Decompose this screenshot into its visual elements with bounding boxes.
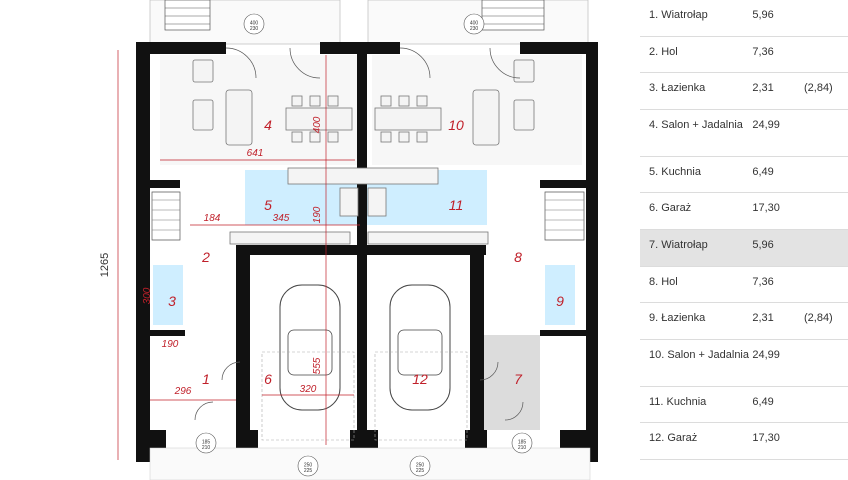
garage-door-right [374, 351, 468, 441]
dim-320: 320 [300, 384, 317, 395]
room-name: 7. Wiatrołap [649, 238, 708, 251]
overall-dimension: 1265 [99, 253, 111, 277]
floor-plan: 1265 641 400 184 345 190 300 190 296 320… [99, 0, 598, 480]
room-number-2: 2 [201, 249, 210, 265]
room-number-4: 4 [264, 117, 272, 133]
room-row: 9. Łazienka 2,31 (2,84) [640, 303, 848, 340]
room-area: 24,99 [752, 118, 780, 131]
room-area: 2,31 [752, 82, 774, 95]
room-area: 17,30 [752, 432, 780, 445]
room-number-11: 11 [449, 197, 464, 213]
dim-345: 345 [273, 213, 290, 224]
bathroom-left [153, 265, 183, 325]
dim-300: 300 [142, 287, 153, 304]
room-name: 10. Salon + Jadalnia [649, 348, 749, 361]
vestibule-right-highlight [480, 335, 540, 430]
room-number-9: 9 [556, 293, 564, 309]
room-name: 2. Hol [649, 45, 678, 58]
dim-190: 190 [312, 206, 323, 223]
room-row: 8. Hol 7,36 [640, 267, 848, 304]
stairs-right [544, 191, 585, 241]
room-number-10: 10 [448, 117, 464, 133]
front-strip [149, 447, 591, 480]
room-number-1: 1 [202, 371, 210, 387]
room-row: 5. Kuchnia 6,49 [640, 157, 848, 194]
room-row: 12. Garaż 17,30 [640, 423, 848, 460]
room-name: 12. Garaż [649, 432, 698, 445]
room-name: 3. Łazienka [649, 82, 706, 95]
furniture-right [367, 59, 535, 245]
walls [136, 42, 598, 462]
room-name: 4. Salon + Jadalnia [649, 118, 743, 131]
steps-left [164, 0, 211, 31]
dim-641: 641 [247, 148, 264, 159]
rooms-table: 1. Wiatrołap 5,96 2. Hol 7,36 3. Łazienka 2,3… [640, 0, 848, 460]
room-number-8: 8 [514, 249, 522, 265]
room-name: 11. Kuchnia [649, 395, 707, 408]
furniture-left [192, 59, 439, 245]
car-right [389, 284, 451, 411]
room-row: 11. Kuchnia 6,49 [640, 387, 848, 424]
room-name: 9. Łazienka [649, 312, 706, 325]
room-area: 6,49 [752, 165, 774, 178]
room-number-6: 6 [264, 371, 272, 387]
stairs-left [151, 191, 181, 241]
room-row: 2. Hol 7,36 [640, 37, 848, 74]
dim-190b: 190 [162, 339, 179, 350]
room-number-7: 7 [514, 371, 523, 387]
room-area: 17,30 [752, 202, 780, 215]
room-area: 7,36 [752, 45, 774, 58]
dimension-lines [117, 50, 360, 460]
dim-296: 296 [174, 386, 192, 397]
bathroom-right [545, 265, 575, 325]
steps-right [481, 0, 545, 31]
room-name: 8. Hol [649, 275, 678, 288]
room-number-3: 3 [168, 293, 176, 309]
car-left [279, 284, 341, 411]
room-area: 5,96 [752, 238, 774, 251]
room-row: 3. Łazienka 2,31 (2,84) [640, 73, 848, 110]
garage-door-left [261, 351, 355, 441]
dim-555: 555 [312, 357, 323, 374]
room-row: 4. Salon + Jadalnia 24,99 [640, 110, 848, 157]
room-number-5: 5 [264, 197, 272, 213]
room-area: 6,49 [752, 395, 774, 408]
room-area: 5,96 [752, 9, 774, 21]
room-name: 1. Wiatrołap [649, 9, 708, 21]
room-name: 5. Kuchnia [649, 165, 701, 178]
room-area: 2,31 [752, 312, 774, 325]
dim-184: 184 [204, 213, 221, 224]
room-row: 1. Wiatrołap 5,96 [640, 0, 848, 37]
room-area: 24,99 [752, 348, 780, 361]
room-extra: (2,84) [803, 312, 833, 325]
room-number-12: 12 [412, 371, 428, 387]
dim-400: 400 [312, 116, 323, 133]
doors [194, 47, 524, 421]
room-row: 6. Garaż 17,30 [640, 193, 848, 230]
room-row: 7. Wiatrołap 5,96 [640, 229, 848, 267]
room-area: 7,36 [752, 275, 774, 288]
room-name: 6. Garaż [649, 202, 692, 215]
room-extra: (2,84) [803, 82, 833, 95]
